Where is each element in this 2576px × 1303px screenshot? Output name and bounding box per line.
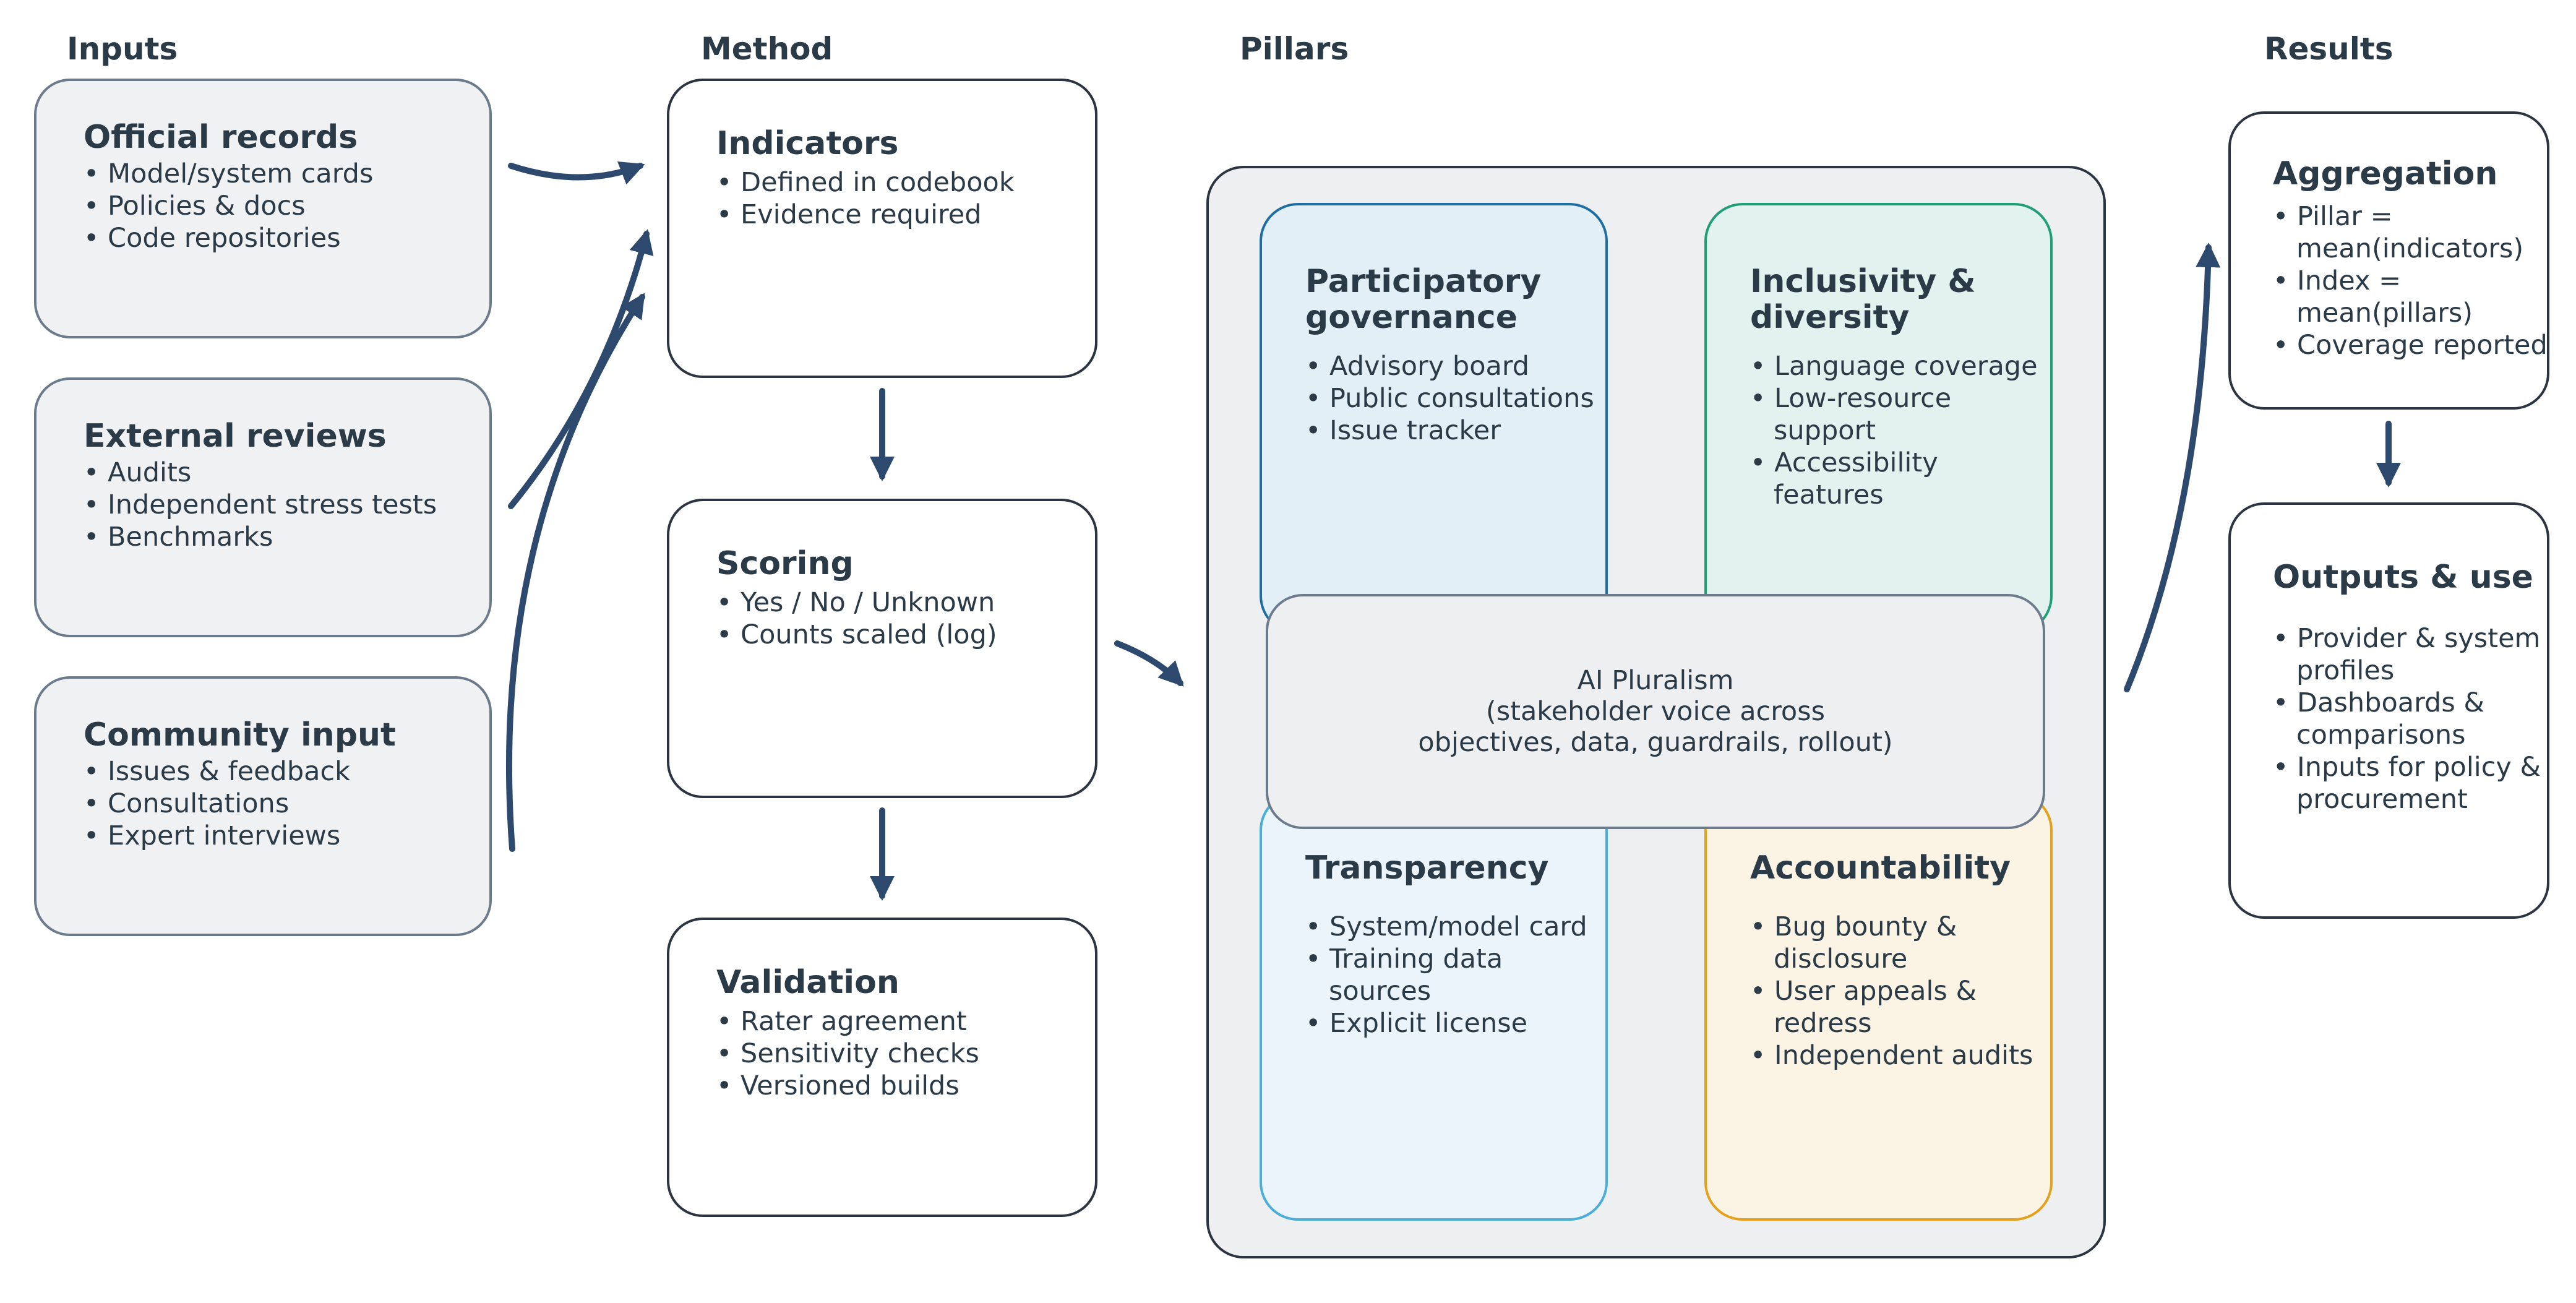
list-item: Issues & feedback xyxy=(84,755,350,788)
arrow-community-to-indicators xyxy=(505,293,645,852)
list-item: Benchmarks xyxy=(84,521,437,553)
ai-pluralism-box: AI Pluralism (stakeholder voice across o… xyxy=(1266,594,2045,829)
accountability-card: Accountability Bug bounty & disclosure U… xyxy=(1704,792,2053,1221)
list-item: Index = mean(pillars) xyxy=(2273,265,2507,329)
participatory-governance-list: Advisory board Public consultations Issu… xyxy=(1305,350,1594,447)
arrow-official-to-indicators xyxy=(508,161,645,185)
arrow-pillars-to-aggregation xyxy=(2124,243,2221,692)
list-item: Code repositories xyxy=(84,222,373,254)
list-item: Consultations xyxy=(84,788,350,820)
transparency-title: Transparency xyxy=(1305,849,1549,887)
list-item: Counts scaled (log) xyxy=(716,619,997,651)
external-reviews-box: External reviews Audits Independent stre… xyxy=(34,377,492,637)
list-item: Rater agreement xyxy=(716,1005,979,1038)
list-item: Policies & docs xyxy=(84,190,373,222)
results-column-title: Results xyxy=(2264,31,2394,67)
arrow-scoring-to-pillars xyxy=(1114,640,1184,687)
indicators-list: Defined in codebook Evidence required xyxy=(716,166,1015,231)
transparency-card: Transparency System/model card Training … xyxy=(1260,792,1608,1221)
aggregation-box: Aggregation Pillar = mean(indicators) In… xyxy=(2228,111,2549,410)
outputs-use-box: Outputs & use Provider & system profiles… xyxy=(2228,502,2549,919)
accountability-list: Bug bounty & disclosure User appeals & r… xyxy=(1750,911,2047,1072)
external-reviews-list: Audits Independent stress tests Benchmar… xyxy=(84,457,437,553)
list-item: Sensitivity checks xyxy=(716,1038,979,1070)
list-item: Training data sources xyxy=(1305,943,1552,1007)
list-item: Language coverage xyxy=(1750,350,2059,382)
list-item: Explicit license xyxy=(1305,1007,1596,1039)
indicators-box: Indicators Defined in codebook Evidence … xyxy=(667,79,1097,378)
list-item: Dashboards & comparisons xyxy=(2273,687,2545,751)
list-item: Low-resource support xyxy=(1750,382,2059,447)
transparency-list: System/model card Training data sources … xyxy=(1305,911,1596,1039)
list-item: Yes / No / Unknown xyxy=(716,587,997,619)
list-item: Defined in codebook xyxy=(716,166,1015,199)
list-item: Versioned builds xyxy=(716,1070,979,1102)
scoring-box: Scoring Yes / No / Unknown Counts scaled… xyxy=(667,499,1097,798)
validation-box: Validation Rater agreement Sensitivity c… xyxy=(667,918,1097,1217)
participatory-governance-title: Participatory governance xyxy=(1305,263,1542,337)
inclusivity-diversity-list: Language coverage Low-resource support A… xyxy=(1750,350,2059,511)
community-input-box: Community input Issues & feedback Consul… xyxy=(34,676,492,936)
accountability-title: Accountability xyxy=(1750,849,2011,887)
list-item: Issue tracker xyxy=(1305,415,1594,447)
list-item: Public consultations xyxy=(1305,382,1594,415)
scoring-list: Yes / No / Unknown Counts scaled (log) xyxy=(716,587,997,651)
external-reviews-title: External reviews xyxy=(84,418,387,455)
pillars-column-title: Pillars xyxy=(1240,31,1349,67)
community-input-list: Issues & feedback Consultations Expert i… xyxy=(84,755,350,852)
list-item: Advisory board xyxy=(1305,350,1594,382)
outputs-use-title: Outputs & use xyxy=(2273,559,2533,596)
list-item: Provider & system profiles xyxy=(2273,622,2545,687)
list-item: User appeals & redress xyxy=(1750,975,1996,1039)
list-item: Pillar = mean(indicators) xyxy=(2273,200,2531,265)
official-records-title: Official records xyxy=(84,119,358,156)
validation-list: Rater agreement Sensitivity checks Versi… xyxy=(716,1005,979,1102)
validation-title: Validation xyxy=(716,964,899,1001)
list-item: Bug bounty & disclosure xyxy=(1750,911,1996,975)
inclusivity-diversity-card: Inclusivity & diversity Language coverag… xyxy=(1704,203,2053,634)
list-item: Coverage reported xyxy=(2273,329,2551,361)
arrow-reviews-to-indicators xyxy=(508,229,654,509)
scoring-title: Scoring xyxy=(716,545,854,582)
aggregation-list: Pillar = mean(indicators) Index = mean(p… xyxy=(2273,200,2551,361)
official-records-list: Model/system cards Policies & docs Code … xyxy=(84,158,373,254)
indicators-title: Indicators xyxy=(716,125,899,162)
list-item: System/model card xyxy=(1305,911,1596,943)
ai-pluralism-text: AI Pluralism (stakeholder voice across o… xyxy=(1418,665,1893,758)
participatory-governance-card: Participatory governance Advisory board … xyxy=(1260,203,1608,634)
list-item: Inputs for policy & procurement xyxy=(2273,751,2545,815)
inclusivity-diversity-title: Inclusivity & diversity xyxy=(1750,263,1976,337)
list-item: Evidence required xyxy=(716,199,1015,231)
aggregation-title: Aggregation xyxy=(2273,155,2498,192)
list-item: Accessibility features xyxy=(1750,447,1996,511)
list-item: Audits xyxy=(84,457,437,489)
list-item: Expert interviews xyxy=(84,820,350,852)
outputs-use-list: Provider & system profiles Dashboards & … xyxy=(2273,622,2545,815)
list-item: Independent stress tests xyxy=(84,489,437,521)
list-item: Independent audits xyxy=(1750,1039,2047,1072)
inputs-column-title: Inputs xyxy=(67,31,178,67)
official-records-box: Official records Model/system cards Poli… xyxy=(34,79,492,338)
community-input-title: Community input xyxy=(84,716,396,754)
list-item: Model/system cards xyxy=(84,158,373,190)
method-column-title: Method xyxy=(701,31,833,67)
